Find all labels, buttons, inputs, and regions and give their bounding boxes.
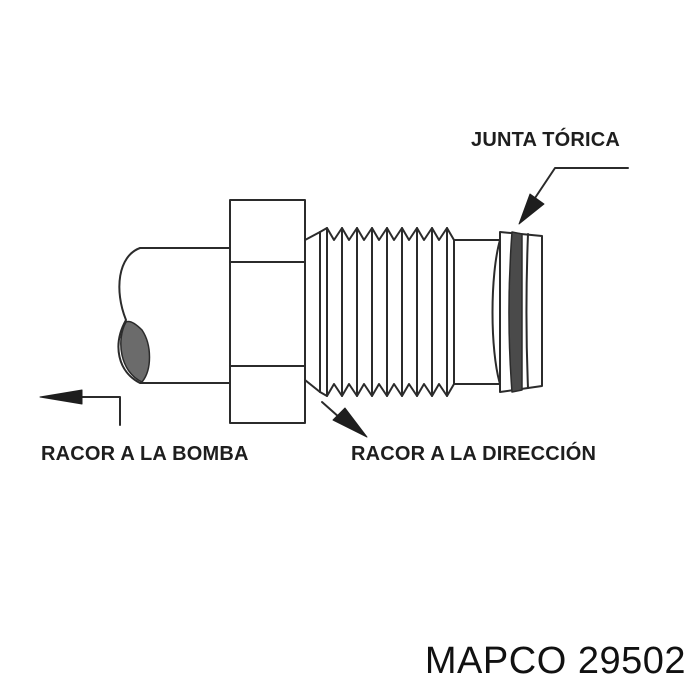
threaded-section (304, 227, 455, 397)
o-ring-tip (499, 231, 543, 393)
pump-leader (39, 389, 121, 426)
steering-arrowhead (332, 407, 368, 438)
part-number: 29502 (577, 640, 686, 682)
pipe-cut-section (120, 320, 151, 383)
o-ring-band (508, 231, 523, 393)
hex-nut (229, 199, 306, 424)
pump-arrowhead (39, 389, 83, 405)
brand-part-number: MAPCO 29502 (425, 640, 686, 683)
o-ring-arrowhead (518, 193, 545, 225)
steering-fitting-label: RACOR A LA DIRECCIÓN (351, 443, 597, 465)
pump-fitting-label: RACOR A LA BOMBA (41, 443, 249, 465)
o-ring-label: JUNTA TÓRICA (471, 129, 621, 151)
brand-name: MAPCO (424, 640, 567, 682)
fitting-neck (453, 239, 501, 385)
o-ring-leader (518, 167, 629, 225)
pump-pipe (117, 247, 233, 384)
steering-leader (321, 401, 368, 438)
